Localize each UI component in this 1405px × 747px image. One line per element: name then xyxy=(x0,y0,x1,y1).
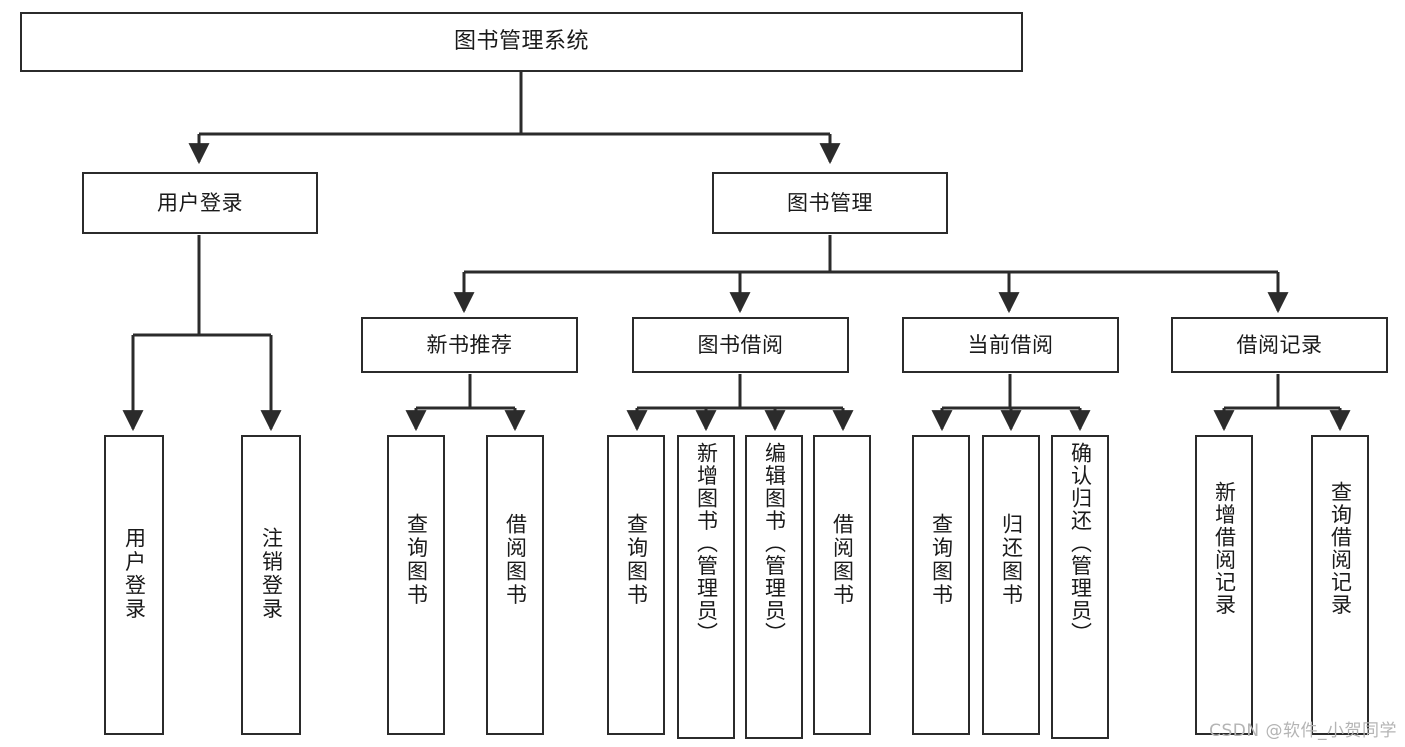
leaf-user-login-logout[interactable]: 注销登录 xyxy=(241,435,301,735)
node-label: 归还图书 xyxy=(999,513,1024,607)
node-label: 注销登录 xyxy=(259,527,284,621)
node-label: 新增借阅记录 xyxy=(1212,481,1237,616)
node-new-book-recommend[interactable]: 新书推荐 xyxy=(361,317,578,373)
node-label: 查询图书 xyxy=(404,513,429,607)
node-label: 图书管理 xyxy=(787,190,873,215)
node-label: 查询图书 xyxy=(624,513,649,607)
leaf-borrow-record-query[interactable]: 查询借阅记录 xyxy=(1311,435,1369,735)
leaf-new-book-borrow[interactable]: 借阅图书 xyxy=(486,435,544,735)
node-user-login[interactable]: 用户登录 xyxy=(82,172,318,234)
node-label: 借阅图书 xyxy=(830,513,855,607)
leaf-borrow-record-add[interactable]: 新增借阅记录 xyxy=(1195,435,1253,735)
node-label: 新增图书（管理员） xyxy=(694,442,719,645)
leaf-new-book-query[interactable]: 查询图书 xyxy=(387,435,445,735)
leaf-book-borrow-borrow[interactable]: 借阅图书 xyxy=(813,435,871,735)
node-root-system[interactable]: 图书管理系统 xyxy=(20,12,1023,72)
node-label: 当前借阅 xyxy=(967,332,1054,357)
leaf-current-borrow-query[interactable]: 查询图书 xyxy=(912,435,970,735)
leaf-book-borrow-query[interactable]: 查询图书 xyxy=(607,435,665,735)
node-label: 查询借阅记录 xyxy=(1328,481,1353,616)
node-current-borrow[interactable]: 当前借阅 xyxy=(902,317,1119,373)
node-label: 借阅图书 xyxy=(503,513,528,607)
node-label: 图书借阅 xyxy=(697,332,784,357)
node-borrow-record[interactable]: 借阅记录 xyxy=(1171,317,1388,373)
node-label: 图书管理系统 xyxy=(453,29,589,55)
leaf-current-borrow-return[interactable]: 归还图书 xyxy=(982,435,1040,735)
leaf-book-borrow-add[interactable]: 新增图书（管理员） xyxy=(677,435,735,739)
node-book-management[interactable]: 图书管理 xyxy=(712,172,948,234)
node-label: 用户登录 xyxy=(157,190,243,215)
node-label: 借阅记录 xyxy=(1236,332,1323,357)
leaf-current-borrow-confirm[interactable]: 确认归还（管理员） xyxy=(1051,435,1109,739)
node-label: 用户登录 xyxy=(122,527,147,621)
node-book-borrow[interactable]: 图书借阅 xyxy=(632,317,849,373)
node-label: 新书推荐 xyxy=(426,332,513,357)
node-label: 查询图书 xyxy=(929,513,954,607)
leaf-book-borrow-edit[interactable]: 编辑图书（管理员） xyxy=(745,435,803,739)
leaf-user-login-login[interactable]: 用户登录 xyxy=(104,435,164,735)
node-label: 编辑图书（管理员） xyxy=(762,442,787,645)
node-label: 确认归还（管理员） xyxy=(1068,442,1093,645)
